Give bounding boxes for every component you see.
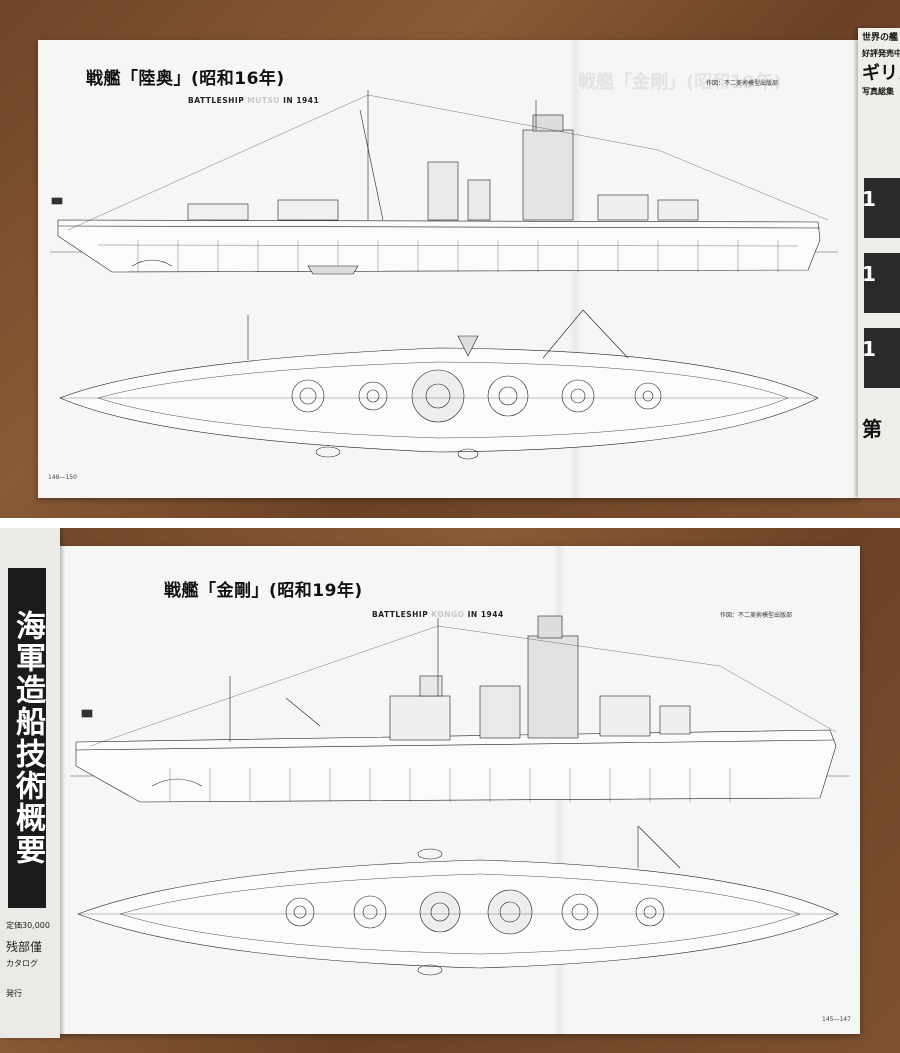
ad-photo [864,178,900,238]
page-title: 戦艦「金剛」(昭和19年) [164,581,363,601]
ship-plan-view [77,825,839,976]
top-photo: 戦艦「金剛」(昭和19年) 戦艦「陸奥」(昭和16年) BATTLESHIP M… [0,0,900,518]
adjacent-page-right: 世界の艦 好評発売中 ギリス 写真総集 1 1 1 第 [858,28,900,498]
ship-side-elevation [70,615,850,803]
ship-side-elevation [50,90,838,275]
page-number: 145—147 [822,1016,851,1023]
page-number: 148—150 [48,474,77,481]
mutsu-spread-page: 戦艦「金剛」(昭和19年) 戦艦「陸奥」(昭和16年) BATTLESHIP M… [38,40,858,498]
book-title: 海軍造船技術概要 [8,568,46,908]
page-title: 戦艦「陸奥」(昭和16年) [86,69,285,89]
page-subtitle: BATTLESHIP MUTSU IN 1941 [188,96,320,105]
bottom-photo: 戦艦「金剛」(昭和19年) BATTLESHIP KONGO IN 1944 作… [0,528,900,1053]
ad-photo [864,253,900,313]
ad-photo [864,328,900,388]
drawing-credit: 作図：不二美術模型出版部 [706,80,779,87]
page-subtitle: BATTLESHIP KONGO IN 1944 [372,610,504,619]
ship-plan-view [59,309,819,460]
show-through-text: 戦艦「金剛」(昭和19年) [578,72,782,93]
kongo-spread-page: 戦艦「金剛」(昭和19年) BATTLESHIP KONGO IN 1944 作… [60,546,860,1034]
adjacent-book-left: 海軍造船技術概要 定価30,000 残部僅 カタログ 発行 [0,528,60,1038]
drawing-credit: 作図：不二美術模型出版部 [720,612,793,619]
